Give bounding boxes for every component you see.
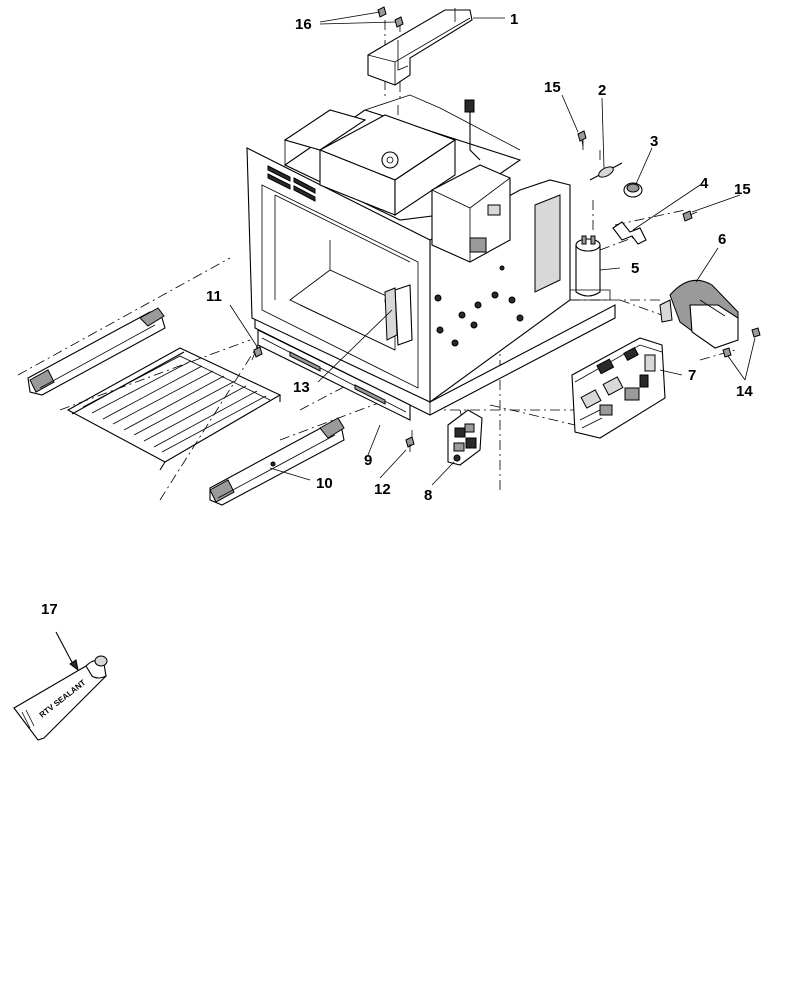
callout-5: 5 (631, 260, 639, 277)
shelf-support-left (27, 307, 166, 396)
callout-4: 4 (700, 175, 709, 192)
callout-1: 1 (510, 11, 518, 28)
callout-13: 13 (293, 379, 310, 396)
callout-labels: 16 1 15 2 3 4 15 6 5 11 7 14 13 9 10 12 … (41, 11, 753, 618)
callout-3: 3 (650, 133, 658, 150)
part-11-screw (253, 346, 263, 358)
callout-16: 16 (295, 16, 312, 33)
callout-14: 14 (736, 383, 753, 400)
callout-6: 6 (718, 231, 726, 248)
part-15-screw-upper (577, 130, 587, 147)
part-10-shelf-support-right (209, 417, 345, 506)
part-8-switch-assembly (447, 409, 483, 466)
callout-8: 8 (424, 487, 432, 504)
part-2-diode (589, 162, 623, 181)
callout-17: 17 (41, 601, 58, 618)
part-3-knob (623, 182, 643, 198)
part-4-bracket (612, 221, 647, 245)
callout-10: 10 (316, 475, 333, 492)
part-7-control-board (571, 337, 666, 439)
callout-2: 2 (598, 82, 606, 99)
leader-lines (55, 11, 756, 672)
part-1-duct (367, 8, 473, 86)
part-12-screw (405, 436, 415, 452)
part-9-front-trim (257, 329, 411, 421)
part-6-fan-cover (659, 279, 739, 349)
callout-11: 11 (206, 288, 222, 305)
part-17-sealant-tube: RTV SEALANT (13, 655, 108, 741)
callout-15-upper: 15 (544, 79, 561, 96)
oven-rack (66, 347, 282, 471)
callout-9: 9 (364, 452, 372, 469)
part-16-screws (377, 6, 404, 28)
callout-7: 7 (688, 367, 696, 384)
part-14-screws (722, 327, 761, 358)
part-5-capacitor (569, 235, 611, 301)
callout-12: 12 (374, 481, 391, 498)
part-13-hinge (384, 287, 398, 341)
callout-15-right: 15 (734, 181, 751, 198)
part-15-screw-right (682, 210, 698, 222)
